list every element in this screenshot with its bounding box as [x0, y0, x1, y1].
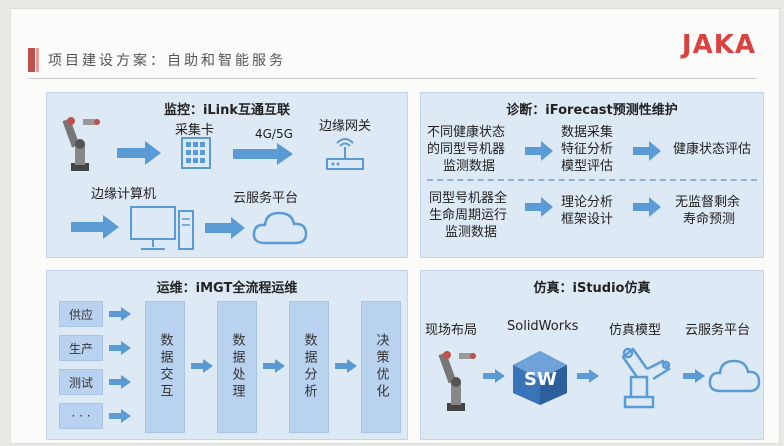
- row1-mid-line3: 模型评估: [561, 159, 614, 174]
- panel-diagnose-title: 诊断：iForecast预测性维护: [506, 103, 678, 118]
- solidworks-logo-text: SW: [524, 369, 557, 390]
- page-title: 项目建设方案：自助和智能服务: [48, 53, 286, 69]
- stage-supply: 供应: [59, 301, 103, 327]
- cloud-icon: [708, 359, 761, 393]
- row1-source-red: 不同健康状态: [427, 121, 505, 140]
- gateway-label: 边缘网关: [319, 119, 372, 134]
- row1-source-line2: 的同型号机器: [427, 142, 506, 157]
- row2-source-line1: 同型号机器全: [429, 187, 507, 206]
- stage-testing: 测试: [59, 369, 103, 395]
- column-data-exchange: 数据交互: [145, 301, 185, 433]
- label-cloud-platform: 云服务平台: [685, 323, 751, 338]
- row2-output-line2: 寿命预测: [683, 212, 736, 227]
- row2-source-line2: 生命周期运行: [429, 204, 507, 223]
- row2-source-red-b: 生命周期: [429, 208, 482, 223]
- computer-icon: [130, 206, 194, 250]
- arrow-right-icon: [71, 215, 119, 239]
- label-site-layout: 现场布局: [425, 323, 478, 338]
- column-data-analysis: 数据分析: [289, 301, 329, 433]
- arrow-right-icon: [109, 409, 131, 423]
- arrow-right-icon: [109, 307, 131, 321]
- arrow-right-icon: [233, 143, 293, 165]
- arrow-right-icon: [263, 359, 285, 373]
- cloud-label: 云服务平台: [233, 191, 299, 206]
- network-label: 4G/5G: [255, 127, 293, 141]
- jaka-logo: JAKA: [681, 30, 756, 60]
- router-icon: [326, 138, 364, 170]
- arrow-right-icon: [191, 359, 213, 373]
- column-data-processing-label: 数据处理: [229, 333, 245, 401]
- arrow-right-icon: [683, 369, 705, 383]
- panel-simulation: 仿真：iStudio仿真 现场布局 SolidWorks 仿真模型 云服务平台 …: [420, 270, 764, 440]
- arrow-right-icon: [633, 197, 661, 217]
- collector-card-icon: [181, 137, 211, 169]
- arrow-right-icon: [109, 341, 131, 355]
- arrow-right-icon: [525, 197, 553, 217]
- arrow-right-icon: [577, 369, 599, 383]
- title-accent-bar: [28, 48, 35, 72]
- column-data-processing: 数据处理: [217, 301, 257, 433]
- panel-monitor-title: 监控：iLink互通互联: [163, 103, 291, 118]
- arrow-right-icon: [335, 359, 357, 373]
- arrow-right-icon: [109, 375, 131, 389]
- title-accent-bar-light: [36, 48, 39, 72]
- row1-source-red-text: 不同健康状态: [427, 125, 506, 140]
- panel-monitor: 监控：iLink互通互联 采集卡 4G/5G 边缘网关 边缘计算机 云服务平: [46, 92, 408, 258]
- panel-diagnose: 诊断：iForecast预测性维护 不同健康状态 的同型号机器 监测数据 数据采…: [420, 92, 764, 258]
- row1-source-line3: 监测数据: [443, 159, 496, 174]
- arrow-right-icon: [633, 141, 661, 161]
- arrow-right-icon: [483, 369, 505, 383]
- sim-model-icon: [621, 347, 671, 409]
- edge-computer-label: 边缘计算机: [91, 187, 157, 202]
- arrow-right-icon: [205, 217, 245, 239]
- row-divider: [427, 179, 757, 181]
- stage-more: · · ·: [59, 403, 103, 429]
- row1-mid-line2: 特征分析: [561, 142, 614, 157]
- title-divider: [28, 78, 756, 79]
- robot-arm-icon: [438, 351, 476, 411]
- label-sim-model: 仿真模型: [609, 323, 662, 338]
- row1-output: 健康状态评估: [673, 142, 752, 157]
- stage-production: 生产: [59, 335, 103, 361]
- row2-mid-line2: 框架设计: [561, 212, 614, 227]
- row2-source-line3: 监测数据: [445, 225, 498, 240]
- column-decision-optimization-label: 决策优化: [373, 333, 389, 401]
- solidworks-icon: [513, 351, 567, 405]
- label-solidworks: SolidWorks: [507, 319, 579, 334]
- row2-mid-line1: 理论分析: [561, 195, 614, 210]
- column-data-analysis-label: 数据分析: [301, 333, 317, 401]
- cloud-icon: [252, 211, 308, 245]
- row2-output-line1: 无监督剩余: [675, 195, 741, 210]
- row2-source-red-a: 全: [494, 191, 508, 206]
- robot-arm-icon: [62, 117, 100, 171]
- panel-ops-title: 运维：iMGT全流程运维: [156, 281, 298, 296]
- panel-simulation-title: 仿真：iStudio仿真: [533, 281, 651, 296]
- arrow-right-icon: [117, 141, 161, 165]
- row2-source-line2b: 运行: [481, 208, 508, 223]
- column-decision-optimization: 决策优化: [361, 301, 401, 433]
- collector-label: 采集卡: [175, 123, 215, 138]
- arrow-right-icon: [525, 141, 553, 161]
- row2-source-line1a: 同型号机器: [429, 191, 495, 206]
- panel-ops: 运维：iMGT全流程运维 供应 生产 测试 · · · 数据交互 数据处理 数据…: [46, 270, 408, 440]
- column-data-exchange-label: 数据交互: [157, 333, 173, 401]
- row1-mid-line1: 数据采集: [561, 125, 614, 140]
